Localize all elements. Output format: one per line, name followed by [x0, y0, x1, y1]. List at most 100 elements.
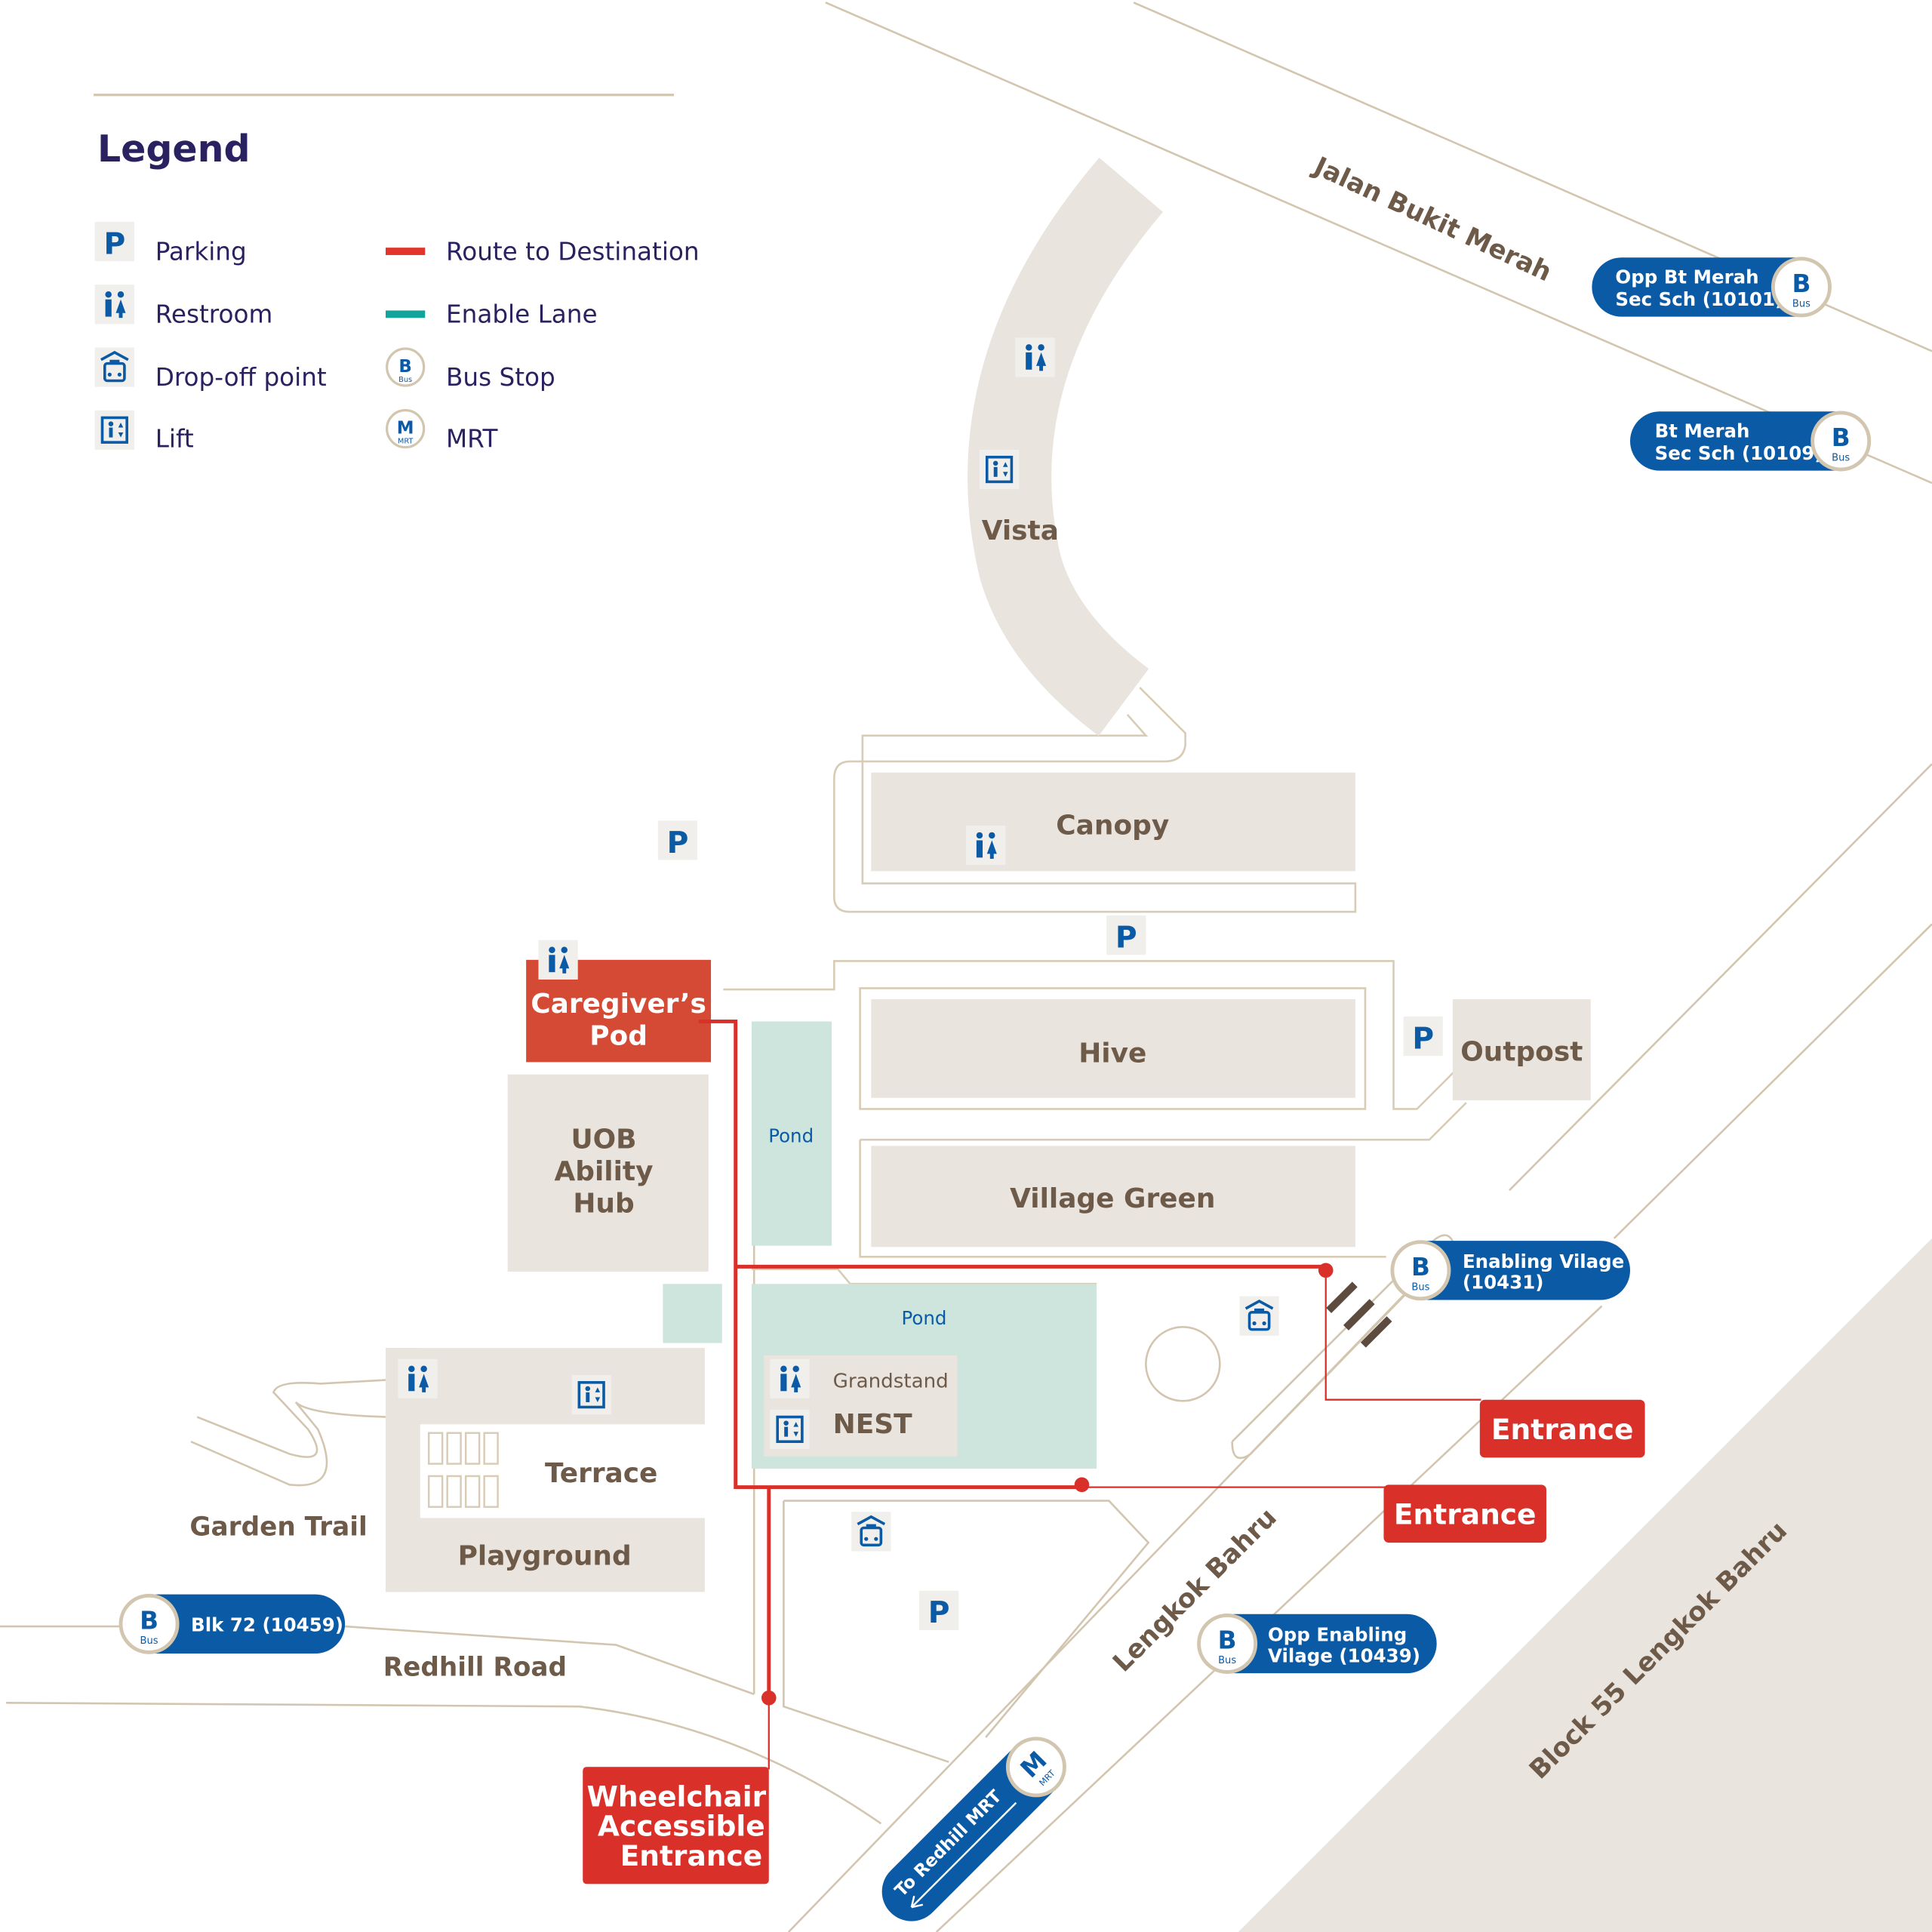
entrance-label: Entrance — [1491, 1413, 1634, 1446]
parking-icon: P — [1403, 1016, 1443, 1056]
hive-label: Hive — [1078, 1038, 1146, 1069]
building-vista[interactable] — [968, 157, 1164, 737]
entrance-south[interactable]: Entrance — [1383, 1484, 1546, 1543]
canopy-label: Canopy — [1056, 810, 1169, 841]
svg-text:(10431): (10431) — [1463, 1272, 1544, 1294]
lift-icon — [768, 1407, 811, 1451]
label-garden-trail: Garden Trail — [189, 1512, 367, 1542]
parking-icon: P — [918, 1590, 959, 1630]
svg-text:B: B — [140, 1606, 158, 1635]
road-label-redhill-road: Redhill Road — [383, 1652, 567, 1682]
wheelchair-label-1: Wheelchair — [586, 1780, 766, 1813]
svg-text:B: B — [398, 357, 411, 377]
crosswalk — [1326, 1281, 1392, 1348]
svg-text:Blk 72 (10459): Blk 72 (10459) — [191, 1614, 343, 1636]
vista-label: Vista — [982, 515, 1059, 546]
drop-off-icon — [850, 1510, 893, 1553]
legend-label-bus-stop: Bus Stop — [446, 363, 555, 392]
arrow-icon — [910, 1801, 1017, 1909]
svg-text:Bus: Bus — [1792, 299, 1810, 310]
mrt-icon: M MRT — [386, 409, 426, 449]
mrt-icon: M MRT — [1005, 1737, 1066, 1798]
pod-label-2: Pod — [589, 1020, 648, 1051]
bus-stop-icon: B Bus — [118, 1593, 180, 1654]
bus-stop-bt-merah[interactable]: Bt Merah Sec Sch (10109) B Bus — [1630, 411, 1872, 472]
grandstand-label: Grandstand — [833, 1370, 949, 1392]
restroom-icon — [966, 825, 1006, 866]
svg-text:P: P — [1412, 1022, 1434, 1056]
route-to-destination — [698, 1020, 1481, 1770]
lift-icon — [93, 408, 136, 451]
building-outpost[interactable]: Outpost — [1452, 999, 1591, 1100]
enable-lane-icon — [386, 310, 426, 318]
svg-text:Bus: Bus — [1832, 453, 1850, 464]
svg-text:MRT: MRT — [398, 438, 414, 446]
svg-text:Sec Sch (10109): Sec Sch (10109) — [1655, 442, 1823, 464]
uob-label-3: Hub — [573, 1189, 634, 1220]
village-green-label: Village Green — [1010, 1183, 1215, 1214]
building-playground[interactable]: Playground — [386, 1518, 705, 1592]
entrance-east[interactable]: Entrance — [1479, 1399, 1645, 1458]
svg-text:Vilage (10439): Vilage (10439) — [1268, 1644, 1420, 1666]
restroom-icon — [94, 285, 134, 325]
legend: Legend P Parking Restroom Drop-off point… — [93, 94, 700, 454]
legend-title: Legend — [97, 128, 251, 171]
pod-label-1: Caregiver’s — [531, 989, 706, 1020]
svg-text:B: B — [1792, 269, 1810, 298]
restroom-icon — [398, 1358, 438, 1399]
svg-text:B: B — [1218, 1626, 1237, 1654]
svg-text:Opp Enabling: Opp Enabling — [1268, 1624, 1407, 1646]
legend-label-restroom: Restroom — [155, 300, 273, 329]
legend-label-drop-off: Drop-off point — [155, 363, 327, 392]
lift-icon — [978, 448, 1021, 491]
svg-text:Bt Merah: Bt Merah — [1655, 420, 1750, 442]
building-uob-ability-hub[interactable]: UOB Ability Hub — [507, 1074, 709, 1272]
svg-text:M: M — [397, 419, 414, 438]
svg-text:P: P — [667, 826, 689, 860]
bus-stop-opp-bt-merah[interactable]: Opp Bt Merah Sec Sch (10101) B Bus — [1592, 257, 1832, 318]
building-hive[interactable]: Hive — [871, 999, 1355, 1098]
drop-off-icon — [93, 346, 136, 389]
svg-text:Opp Bt Merah: Opp Bt Merah — [1615, 266, 1758, 288]
bus-stop-icon: B Bus — [1770, 257, 1832, 318]
parking-icon: P — [94, 221, 134, 261]
building-canopy[interactable]: Canopy — [871, 772, 1355, 872]
svg-text:B: B — [1832, 423, 1850, 452]
bus-stop-blk-72[interactable]: Blk 72 (10459) B Bus — [118, 1593, 346, 1654]
svg-text:Bus: Bus — [1411, 1281, 1429, 1293]
playground-label: Playground — [458, 1540, 632, 1571]
svg-text:Bus: Bus — [398, 376, 412, 384]
lift-icon — [570, 1374, 613, 1417]
parking-icon: P — [657, 820, 698, 860]
bus-stop-icon: B Bus — [1197, 1613, 1258, 1674]
terrace-seating — [427, 1432, 499, 1508]
svg-text:Enabling Vilage: Enabling Vilage — [1463, 1251, 1624, 1272]
nest-label: NEST — [833, 1409, 912, 1440]
legend-label-mrt: MRT — [446, 425, 498, 454]
bus-stop-icon: B Bus — [1810, 411, 1872, 472]
bus-stop-opp-enabling-vilage[interactable]: Opp Enabling Vilage (10439) B Bus — [1197, 1613, 1437, 1674]
bus-stop-enabling-vilage[interactable]: Enabling Vilage (10431) B Bus — [1390, 1240, 1630, 1301]
restroom-icon — [1015, 337, 1055, 377]
pond-upper: Pond — [751, 1021, 832, 1246]
outpost-label: Outpost — [1460, 1037, 1583, 1068]
wheelchair-accessible-entrance[interactable]: Wheelchair Accessible Entrance — [583, 1767, 769, 1884]
parking-icon: P — [1106, 915, 1146, 955]
uob-label-2: Ability — [555, 1156, 654, 1187]
uob-label-1: UOB — [571, 1124, 636, 1155]
bus-stop-icon: B Bus — [1390, 1240, 1451, 1301]
wheelchair-label-3: Entrance — [620, 1839, 763, 1872]
bus-stop-icon: B Bus — [386, 347, 426, 387]
legend-label-parking: Parking — [155, 237, 247, 266]
svg-text:Bus: Bus — [140, 1635, 158, 1647]
pond-label: Pond — [768, 1124, 814, 1146]
svg-text:B: B — [1411, 1253, 1430, 1281]
wheelchair-label-2: Accessible — [598, 1810, 765, 1843]
building-village-green[interactable]: Village Green — [871, 1146, 1355, 1247]
route-line-icon — [386, 248, 426, 255]
svg-text:P: P — [928, 1596, 950, 1630]
drop-off-icon — [1238, 1294, 1281, 1337]
svg-text:Bus: Bus — [1218, 1655, 1236, 1666]
legend-label-enable-lane: Enable Lane — [446, 300, 598, 329]
